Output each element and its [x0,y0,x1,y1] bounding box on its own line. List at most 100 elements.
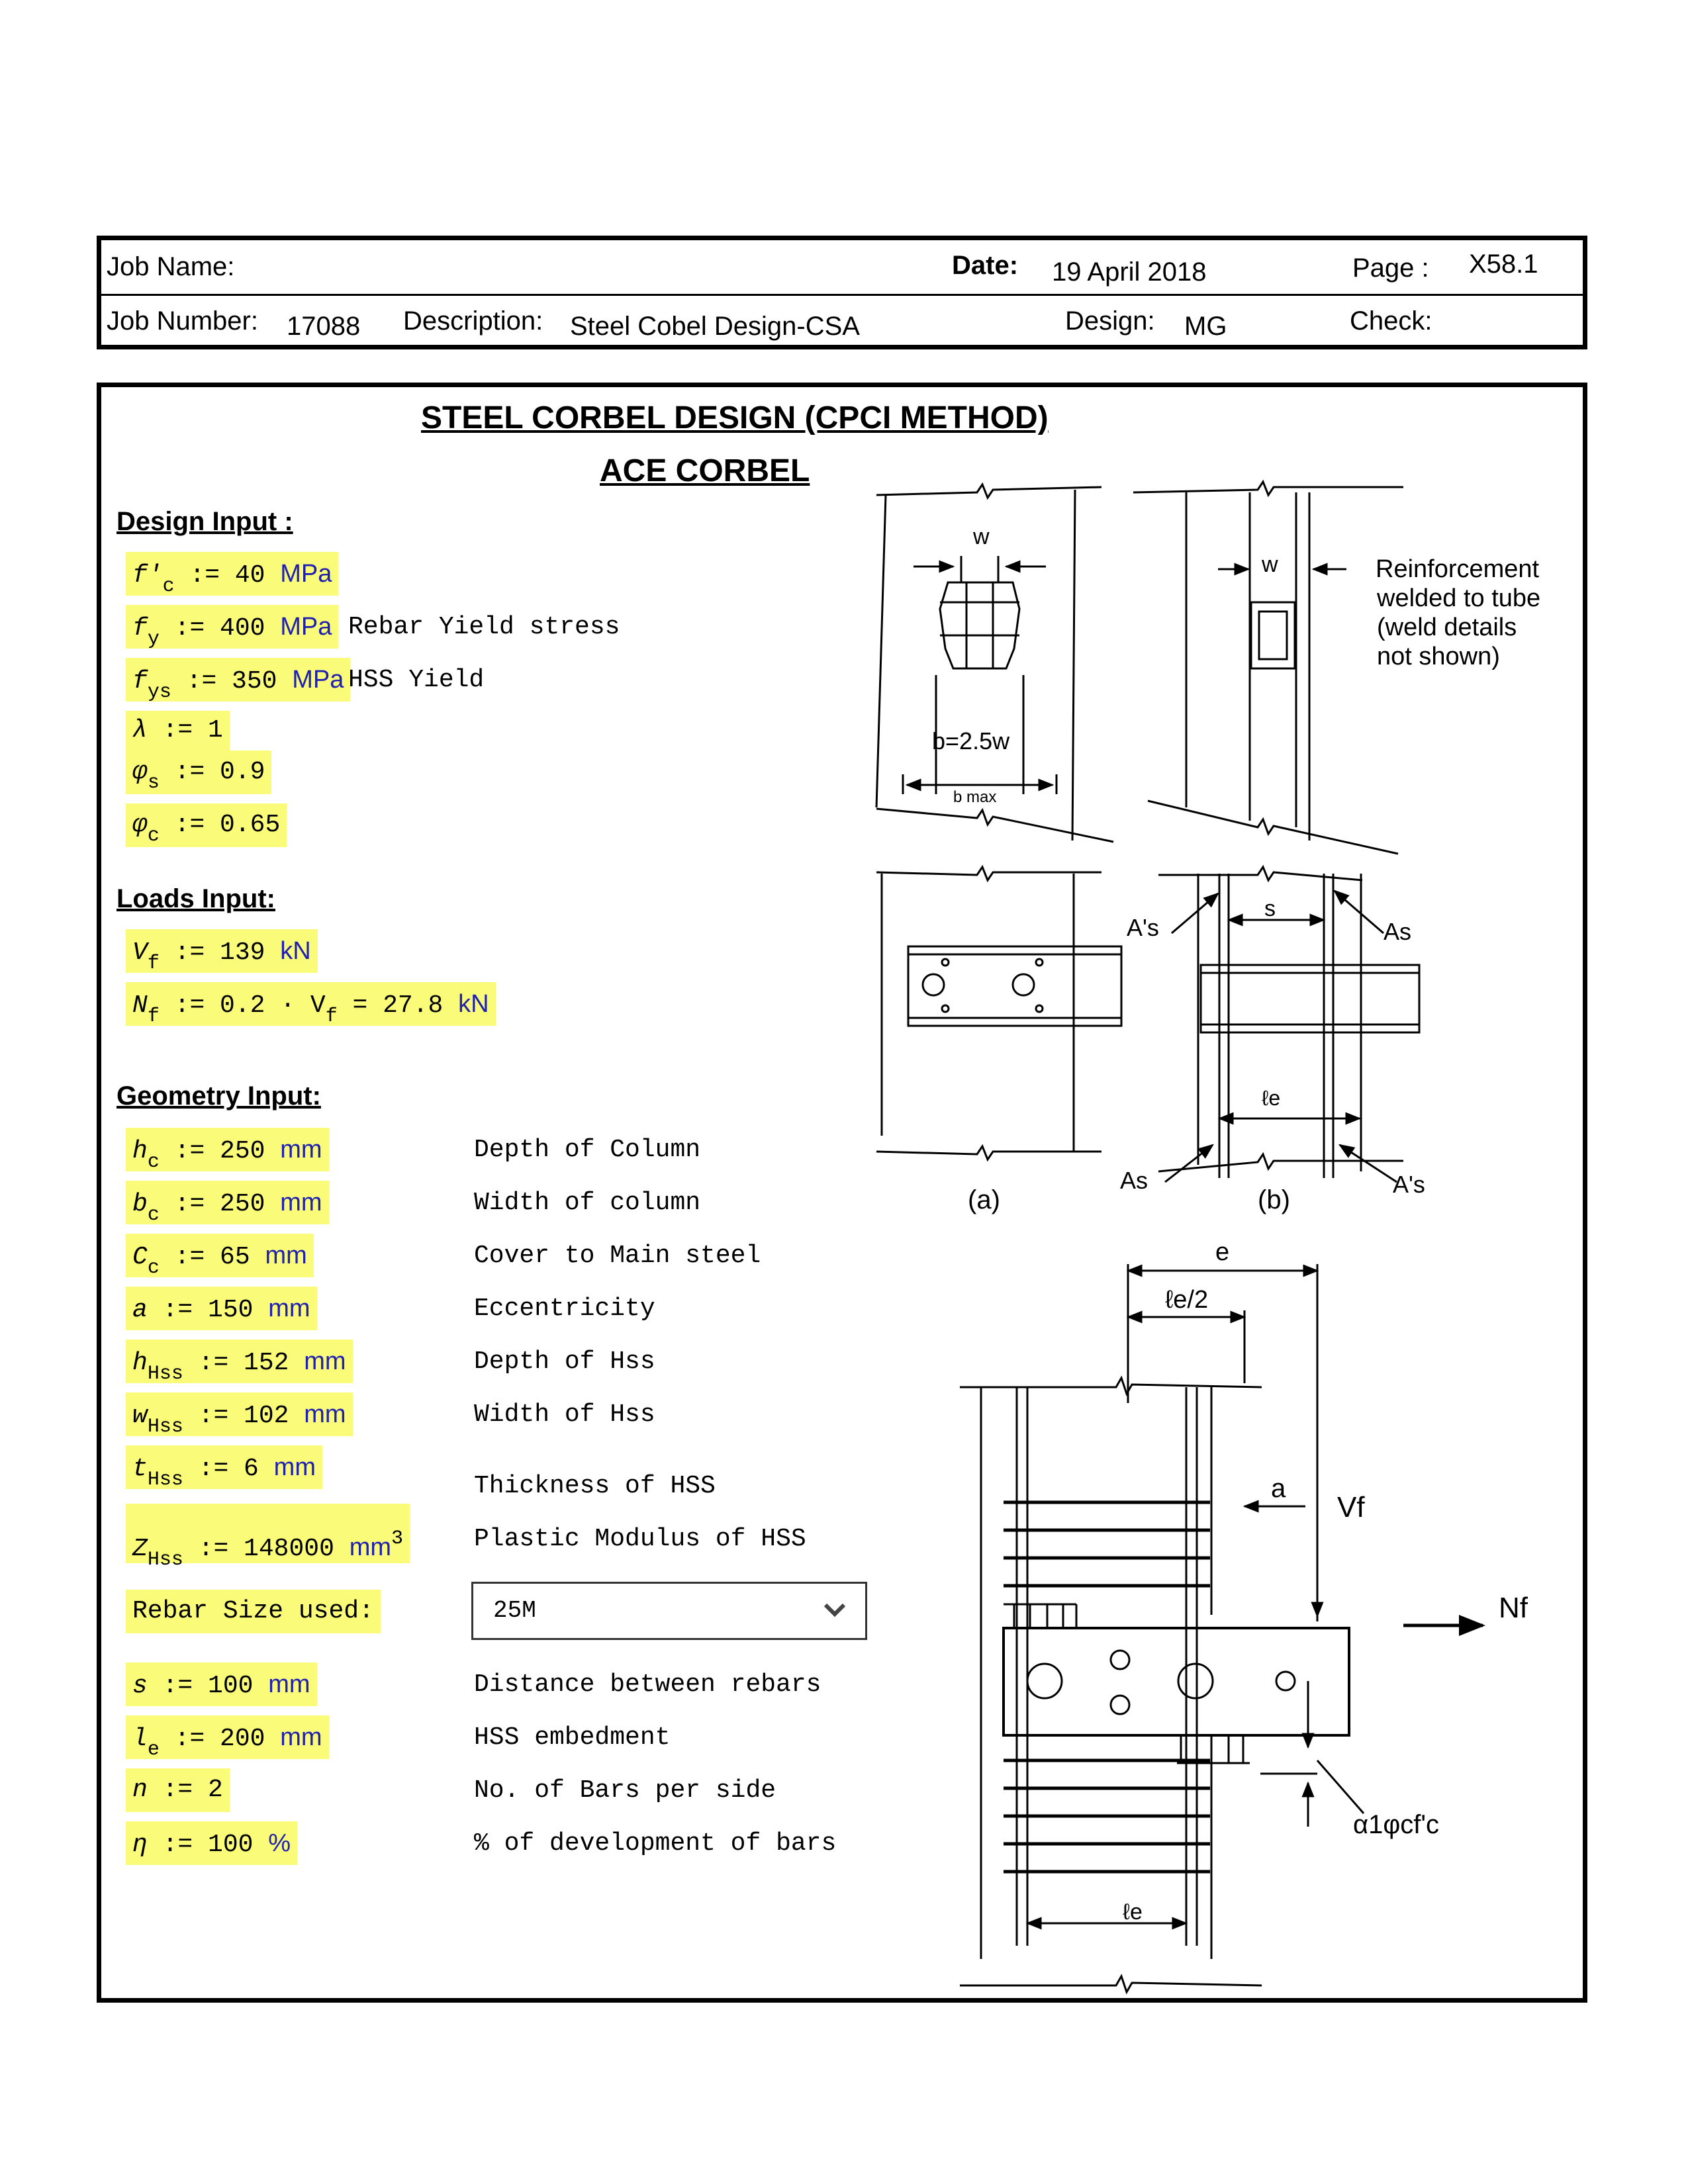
label-as-bottom: As [1120,1167,1148,1194]
symbol: h [132,1137,148,1165]
label-b: b=2.5w [932,727,1010,754]
figure-detail [960,1264,1485,1995]
label-le-detail: ℓe [1123,1899,1143,1925]
geometry-input-heading: Geometry Input: [117,1081,321,1111]
input-lambda[interactable]: λ := 1 [126,711,230,751]
n-description: No. of Bars per side [474,1776,776,1805]
job-number-label: Job Number: [107,306,258,336]
input-phi-s[interactable]: φs := 0.9 [126,751,272,794]
a-description: Eccentricity [474,1295,655,1323]
expression: := 250 [174,1137,265,1165]
expression: := 0.2 · V [174,991,326,1020]
figure-section-b-top [1133,479,1403,855]
input-hhss[interactable]: hHss := 152 mm [126,1340,353,1385]
page-subtitle: ACE CORBEL [600,453,810,488]
symbol: n [132,1776,148,1804]
expression: := 1 [162,716,223,745]
input-vf[interactable]: Vf := 139 kN [126,929,318,975]
input-zhss[interactable]: ZHss := 148000 mm3 [126,1504,410,1571]
result: = 27.8 [352,991,444,1020]
design-value: MG [1184,312,1227,341]
symbol: λ [132,716,148,745]
expression: := 150 [162,1296,254,1324]
unit: mm [273,1453,316,1481]
job-number-value: 17088 [287,312,361,341]
unit: MPa [292,666,344,694]
caption-a: (a) [968,1185,1000,1214]
label-bmax: b max [953,788,996,806]
subscript: c [147,1204,160,1226]
subscript: y [147,628,160,651]
unit: mm [280,1189,322,1216]
symbol: V [132,938,148,967]
page-label: Page : [1352,253,1429,283]
superscript: 3 [391,1527,404,1550]
subscript: f [325,1005,338,1028]
expression: := 100 [162,1672,254,1700]
input-n[interactable]: n := 2 [126,1768,230,1812]
label-le-b: ℓe [1262,1086,1280,1110]
label-a: a [1271,1474,1286,1503]
unit: MPa [280,560,332,588]
label-w-b: w [1261,552,1278,577]
title-block: Job Name: Date: 19 April 2018 Page : X58… [97,236,1587,349]
main-frame [97,383,1587,2003]
label-reinf-2: welded to tube [1376,584,1540,612]
figure-elevation-b [1158,864,1421,1183]
input-nf[interactable]: Nf := 0.2 · Vf = 27.8 kN [126,982,496,1028]
hhss-description: Depth of Hss [474,1347,655,1376]
rebar-size-value: 25M [493,1597,536,1624]
input-cc[interactable]: Cc := 65 mm [126,1234,314,1279]
input-le[interactable]: le := 200 mm [126,1715,329,1761]
label-nf: Nf [1499,1592,1528,1624]
zhss-description: Plastic Modulus of HSS [474,1525,806,1553]
input-fys[interactable]: fys := 350 MPa [126,658,351,704]
input-eta[interactable]: η := 100 % [126,1821,298,1865]
fys-description: HSS Yield [348,666,485,694]
label-alpha: α1φcf'c [1353,1810,1439,1839]
unit: mm [304,1400,346,1428]
subscript: Hss [147,1549,183,1571]
input-whss[interactable]: wHss := 102 mm [126,1392,353,1438]
description-value: Steel Cobel Design-CSA [570,312,860,341]
expression: := 6 [198,1455,259,1483]
label-vf: Vf [1337,1491,1365,1524]
subscript: ys [147,681,171,704]
input-hc[interactable]: hc := 250 mm [126,1128,329,1173]
expression: := 102 [198,1402,289,1430]
label-as-prime-top: A's [1127,914,1159,941]
label-reinf-4: not shown) [1377,643,1500,670]
symbol: b [132,1190,148,1218]
subscript: Hss [147,1469,183,1491]
expression: := 350 [186,667,277,696]
rebar-size-dropdown[interactable]: 25M [471,1582,867,1640]
input-s[interactable]: s := 100 mm [126,1662,317,1706]
expression: := 2 [162,1776,223,1804]
date-label: Date: [952,251,1019,280]
symbol: a [132,1296,148,1324]
hc-description: Depth of Column [474,1136,701,1164]
caption-b: (b) [1258,1185,1290,1214]
subscript: c [147,825,160,847]
subscript: s [147,772,160,794]
subscript: c [162,575,175,598]
input-phi-c[interactable]: φc := 0.65 [126,803,287,847]
page-value: X58.1 [1469,250,1538,279]
bc-description: Width of column [474,1189,701,1217]
design-label: Design: [1065,306,1155,336]
input-bc[interactable]: bc := 250 mm [126,1181,329,1226]
input-fy[interactable]: fy := 400 MPa [126,605,339,651]
label-s: s [1264,896,1276,921]
expression: := 0.65 [174,811,281,839]
unit: MPa [280,613,332,641]
unit: mm [268,1670,310,1698]
expression: := 0.9 [174,758,265,786]
input-fc[interactable]: f'c := 40 MPa [126,552,339,598]
design-input-heading: Design Input : [117,507,293,536]
expression: := 400 [174,614,265,643]
input-a[interactable]: a := 150 mm [126,1287,317,1330]
expression: := 200 [174,1725,265,1753]
label-as-top: As [1383,918,1411,945]
input-thss[interactable]: tHss := 6 mm [126,1445,322,1491]
